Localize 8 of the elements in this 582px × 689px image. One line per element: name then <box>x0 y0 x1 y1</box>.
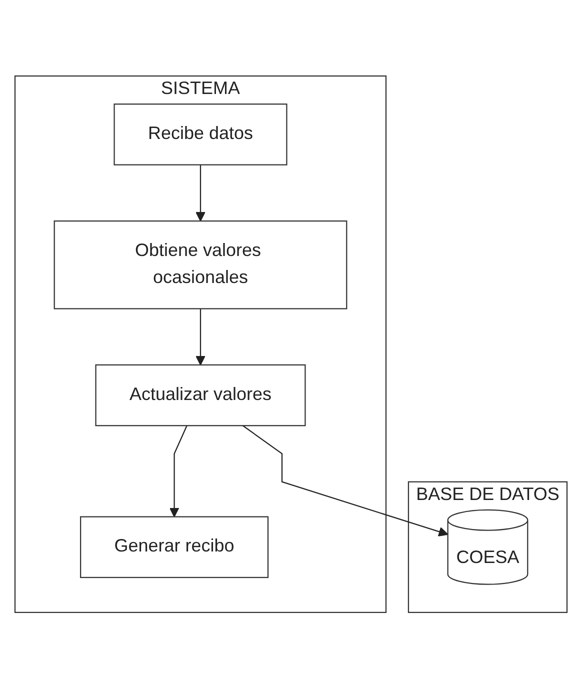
node-box: Generar recibo <box>80 516 269 578</box>
node-box: Actualizar valores <box>95 364 306 426</box>
node-box: Recibe datos <box>114 104 288 166</box>
arrow <box>242 425 448 537</box>
arrow <box>196 165 206 222</box>
node-box: Obtiene valores ocasionales <box>54 220 348 310</box>
arrow <box>169 426 188 518</box>
arrow <box>196 308 206 366</box>
